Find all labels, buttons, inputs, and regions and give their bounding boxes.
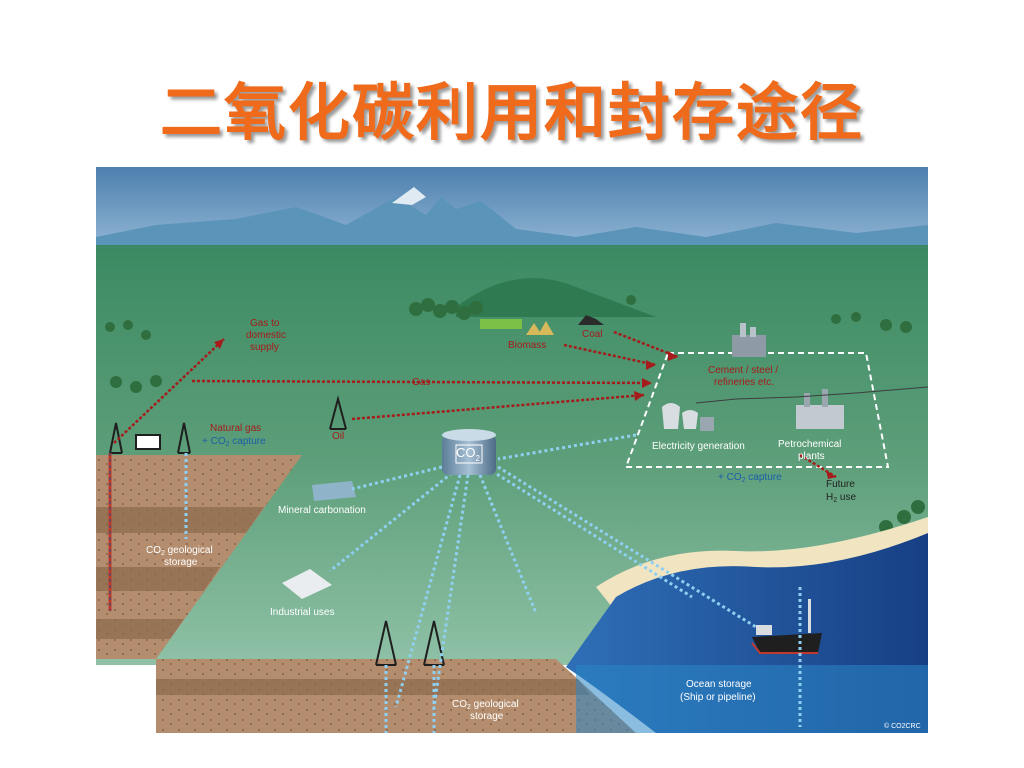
geo-storage-left-label-2: storage bbox=[164, 557, 198, 568]
petrochemical-label-2: plants bbox=[798, 451, 825, 462]
future-label: Future bbox=[826, 479, 855, 490]
blue-flows bbox=[184, 433, 802, 733]
ocean-storage-label-2: (Ship or pipeline) bbox=[680, 692, 756, 703]
co2-capture-right-label: + CO2 capture bbox=[718, 472, 782, 484]
coal-label: Coal bbox=[582, 329, 603, 340]
copyright-label: © CO2CRC bbox=[884, 722, 921, 730]
cutaway-left-layer2 bbox=[96, 567, 220, 591]
coal-pile bbox=[578, 315, 604, 325]
power-lines bbox=[695, 386, 928, 404]
biomass-label: Biomass bbox=[508, 340, 546, 351]
gas-to-domestic-label-2: domestic bbox=[246, 330, 286, 341]
tree-group-top bbox=[105, 295, 925, 534]
cutaway-left-layer3 bbox=[96, 619, 184, 639]
gas-to-domestic-label-1: Gas to bbox=[250, 318, 280, 329]
gas-label: Gas bbox=[412, 377, 430, 388]
electricity-generation-label: Electricity generation bbox=[652, 441, 745, 452]
geo-storage-left-label-1: CO2 geological bbox=[146, 545, 213, 557]
ocean-cutaway bbox=[576, 665, 928, 733]
cutaway-front-layer bbox=[156, 679, 590, 695]
cement-plant bbox=[732, 323, 766, 357]
cutaway-left-layer bbox=[96, 507, 264, 533]
power-station bbox=[662, 403, 714, 431]
gas-to-domestic-label-3: supply bbox=[250, 342, 279, 353]
oil-label: Oil bbox=[332, 431, 344, 442]
red-arrowheads bbox=[214, 339, 836, 479]
industrial-uses-label: Industrial uses bbox=[270, 607, 334, 618]
mineral-building bbox=[312, 481, 356, 501]
industrial-greenhouse bbox=[282, 569, 332, 599]
industrial-zone bbox=[624, 352, 890, 468]
cutaway-left-front bbox=[96, 455, 302, 659]
biomass-crops bbox=[480, 319, 554, 335]
red-flows bbox=[113, 330, 837, 479]
co2-tank-label: CO2 bbox=[456, 445, 481, 463]
slide-title: 二氧化碳利用和封存途径 bbox=[159, 76, 864, 149]
hill bbox=[456, 278, 656, 317]
natural-gas-label: Natural gas bbox=[210, 423, 261, 434]
cement-label-1: Cement / steel / bbox=[708, 365, 778, 376]
ocean-storage-label-1: Ocean storage bbox=[686, 679, 752, 690]
co2-tank bbox=[442, 429, 496, 475]
snow-peak bbox=[392, 187, 426, 205]
petrochemical-plant bbox=[796, 389, 844, 429]
h2-use-label: H2 use bbox=[826, 492, 856, 504]
oil-derrick bbox=[329, 395, 347, 430]
beach bbox=[596, 517, 928, 637]
gas-wells-left bbox=[109, 422, 191, 454]
mineral-carbonation-label: Mineral carbonation bbox=[278, 505, 366, 516]
ccs-diagram: Gas to domestic supply Biomass Coal Gas … bbox=[96, 167, 928, 733]
petrochemical-label-1: Petrochemical bbox=[778, 439, 841, 450]
co2-capture-left-label: + CO2 capture bbox=[202, 436, 266, 448]
cutaway-front bbox=[156, 659, 636, 733]
geo-storage-bottom-label-2: storage bbox=[470, 711, 504, 722]
geo-storage-bottom-label-1: CO2 geological bbox=[452, 699, 519, 711]
cement-label-2: refineries etc. bbox=[714, 377, 774, 388]
